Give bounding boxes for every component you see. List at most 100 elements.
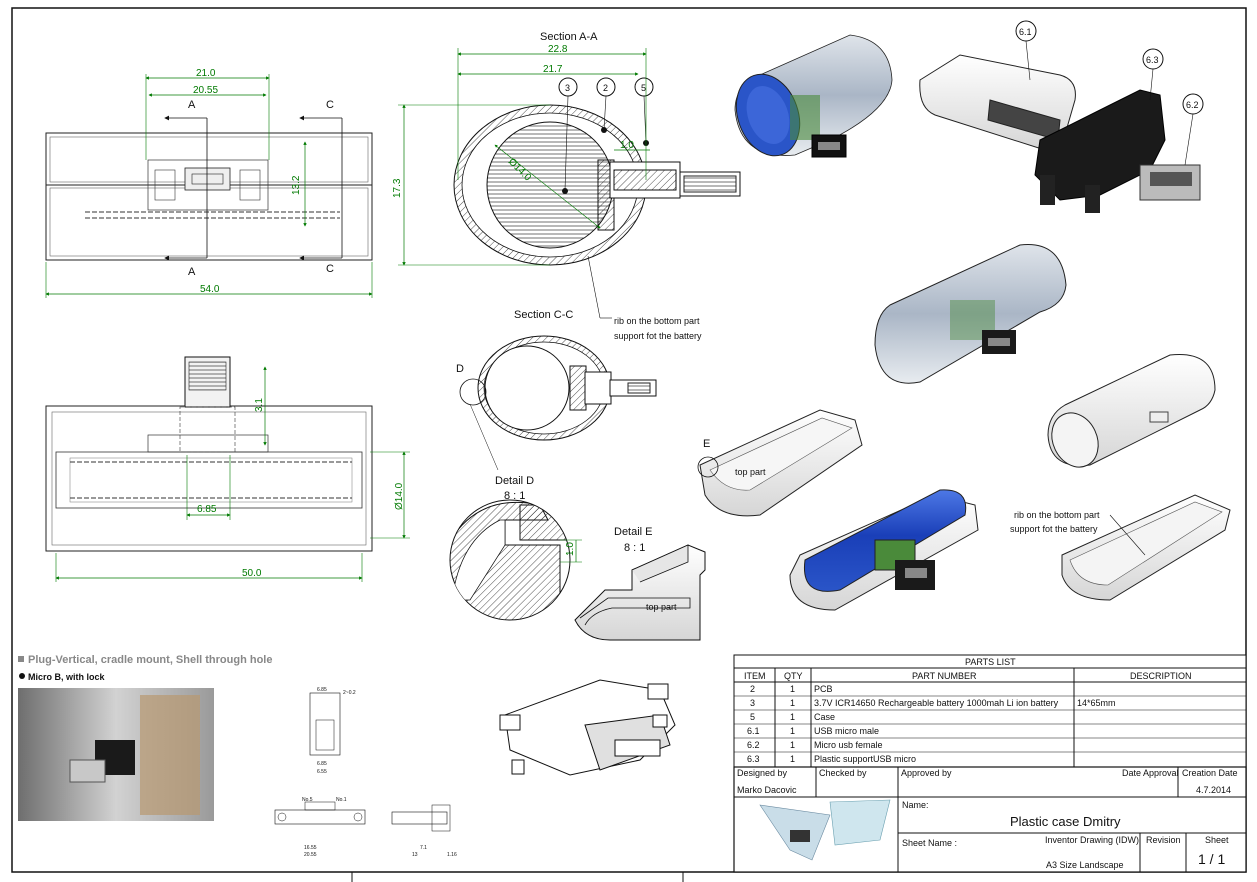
dim-20-55: 20.55 [193,85,218,96]
parts-list: PARTS LIST ITEM QTY PART NUMBER DESCRIPT… [733,654,1247,768]
dim-d14-front: Ø14.0 [394,482,405,510]
balloon-5-aa: 5 [641,83,646,93]
sheet-value: 1 / 1 [1198,851,1225,867]
ref-dim-1-16: 1.16 [447,852,457,858]
parts-list-title: PARTS LIST [965,657,1016,667]
designed-by-value: Marko Dacovic [737,785,797,795]
dim-6-85: 6.85 [197,504,217,515]
ref-dim-no1: No.1 [336,797,347,803]
parts-row-part: Plastic supportUSB micro [814,754,916,764]
rib-note2-line1: rib on the bottom part [1014,510,1100,520]
section-aa-title: Section A-A [540,31,598,43]
revision-label: Revision [1146,835,1181,845]
checked-by-label: Checked by [819,768,867,778]
parts-row-qty: 1 [790,684,795,694]
top-view: 21.0 20.55 13.2 54.0 A A C C [45,68,373,298]
section-aa: Section A-A 3 2 5 22.8 21.7 17.3 1.0 [392,31,741,341]
ref-dim-13: 13 [412,852,418,858]
balloon-2-aa: 2 [603,83,608,93]
ref-dim-20-55: 20.55 [304,852,317,858]
render-case-closed-transparent [874,244,1067,384]
reference-title: Plug-Vertical, cradle mount, Shell throu… [28,654,272,666]
front-view: 3.1 6.85 Ø14.0 50.0 [45,356,410,582]
render-top-part-label: top part [735,467,766,477]
render-usb-holder-small [499,679,676,776]
date-approval-label: Date Approval [1122,768,1179,778]
ref-dim-no5: No.5 [302,797,313,803]
rib-note-line2: support fot the battery [614,331,702,341]
detail-d-title: Detail D [495,475,534,487]
parts-row-item: 6.2 [747,740,760,750]
reference-area: Plug-Vertical, cradle mount, Shell throu… [18,654,457,858]
ref-dim-2-02: 2~0.2 [343,690,356,696]
dim-21-7: 21.7 [543,64,563,75]
label-a-bottom: A [188,266,196,278]
parts-row-item: 2 [750,684,755,694]
label-e: E [703,438,710,450]
parts-header-item: ITEM [744,671,766,681]
render-bottom-with-battery [789,489,979,611]
drawing-name: Plastic case Dmitry [1010,814,1121,829]
dim-50-0: 50.0 [242,568,262,579]
render-case-open [734,34,893,158]
parts-row-part: 3.7V ICR14650 Rechargeable battery 1000m… [814,698,1059,708]
parts-row-qty: 1 [790,712,795,722]
detail-e: Detail E 8 : 1 top part [574,526,706,641]
parts-row-item: 6.3 [747,754,760,764]
sheet-size: A3 Size Landscape [1046,860,1124,870]
parts-row-desc: 14*65mm [1077,698,1116,708]
balloon-6-1: 6.1 [1019,27,1032,37]
name-label: Name: [902,800,929,810]
parts-row-part: USB micro male [814,726,879,736]
sheet-name-label: Sheet Name : [902,838,957,848]
sheet-type: Inventor Drawing (IDW) [1045,835,1139,845]
detail-d: Detail D 8 : 1 1.0 [449,475,582,621]
render-case-closed-white [1047,353,1216,468]
creation-date-label: Creation Date [1182,768,1238,778]
section-cc: Section C-C D [456,309,657,471]
section-cc-title: Section C-C [514,309,573,321]
parts-row-part: PCB [814,684,833,694]
ref-dim-6-55: 6.55 [317,769,327,775]
parts-row-qty: 1 [790,740,795,750]
creation-date-value: 4.7.2014 [1196,785,1231,795]
dim-1-0-aa: 1.0 [620,140,634,151]
detail-d-scale: 8 : 1 [504,490,525,502]
reference-subtitle: Micro B, with lock [28,672,106,682]
parts-header-part: PART NUMBER [912,671,977,681]
dim-3-1: 3.1 [254,398,265,412]
designed-by-label: Designed by [737,768,788,778]
parts-header-qty: QTY [784,671,803,681]
parts-row-item: 6.1 [747,726,760,736]
dim-13-2: 13.2 [291,175,302,195]
parts-row-item: 5 [750,712,755,722]
parts-row-qty: 1 [790,726,795,736]
approved-by-label: Approved by [901,768,952,778]
title-thumbnail [759,799,891,861]
label-c-bottom: C [326,263,334,275]
sheet-border [11,7,1247,873]
dim-54-0: 54.0 [200,284,220,295]
parts-row-item: 3 [750,698,755,708]
rib-note2-line2: support fot the battery [1010,524,1098,534]
dim-17-3: 17.3 [392,178,403,198]
title-block: Designed by Marko Dacovic Checked by App… [733,766,1247,873]
dim-21-0: 21.0 [196,68,216,79]
render-top-part: E top part [697,409,863,517]
dim-22-8: 22.8 [548,44,568,55]
ref-dim-7-1: 7.1 [420,845,427,851]
render-usb-support: 6.3 6.2 [1034,48,1204,213]
balloon-6-2: 6.2 [1186,100,1199,110]
label-d: D [456,363,464,375]
balloon-6-3: 6.3 [1146,55,1159,65]
render-usb-male: 6.1 [919,20,1076,151]
parts-row-part: Case [814,712,835,722]
render-bottom-part: rib on the bottom part support fot the b… [1010,494,1231,601]
ref-dim-16-55: 16.55 [304,845,317,851]
label-c-top: C [326,99,334,111]
detail-e-top-part: top part [646,602,677,612]
sheet-label: Sheet [1205,835,1229,845]
detail-e-title: Detail E [614,526,653,538]
dim-1-0-detail: 1.0 [565,542,576,556]
